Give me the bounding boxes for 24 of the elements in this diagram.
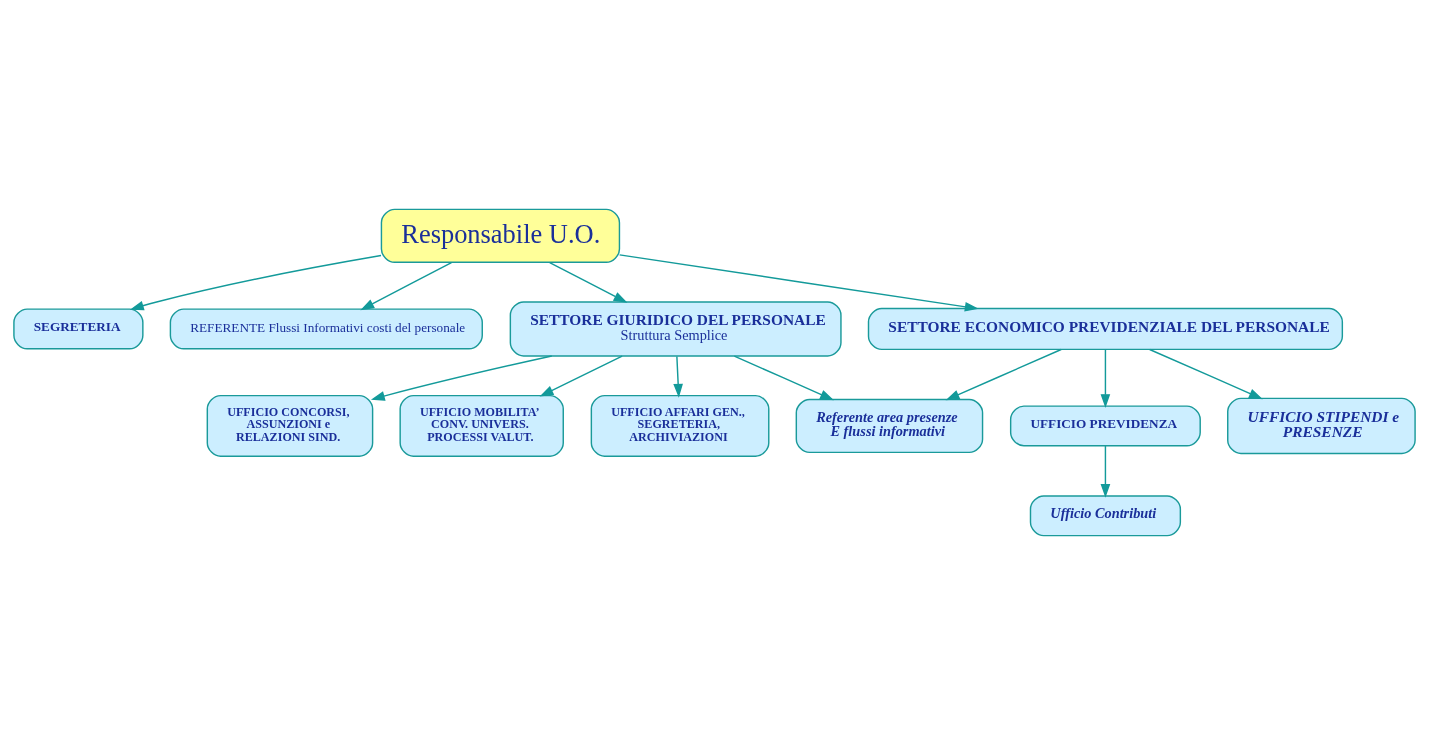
node-box: REFERENTE Flussi Informativi costi del personale [169, 307, 483, 350]
node-box: Ufficio Contributi [1029, 494, 1182, 536]
arrow [370, 354, 553, 401]
arrow [1148, 348, 1263, 399]
node-box: SETTORE GIURIDICO DEL PERSONALE Struttura Semplice [509, 300, 842, 357]
node-box: SETTORE ECONOMICO PREVIDENZIALE DEL PERSONALE [867, 307, 1344, 350]
node-box: SEGRETERIA [13, 307, 144, 350]
arrow [1100, 348, 1111, 408]
node-box: UFFICIO STIPENDI e PRESENZE [1227, 397, 1416, 454]
node-box: UFFICIO CONCORSI, ASSUNZIONI e RELAZIONI SIND. [206, 394, 374, 457]
arrow [945, 348, 1062, 400]
arrow [673, 355, 684, 398]
arrow [549, 261, 628, 303]
node-box: Referente area presenze E flussi informativi [795, 398, 984, 453]
arrow [618, 253, 979, 312]
arrow [1100, 444, 1111, 498]
arrow [360, 261, 453, 310]
arrow [539, 355, 623, 397]
node-box: Responsabile U.O. [380, 208, 621, 263]
node-box: UFFICIO MOBILITA’ CONV. UNIVERS. PROCESSI VALUT. [399, 394, 564, 457]
arrow [733, 354, 834, 400]
node-box: UFFICIO AFFARI GEN., SEGRETERIA, ARCHIVIAZIONI [590, 394, 770, 457]
arrow [129, 254, 382, 310]
node-box: UFFICIO PREVIDENZA [1009, 404, 1201, 446]
